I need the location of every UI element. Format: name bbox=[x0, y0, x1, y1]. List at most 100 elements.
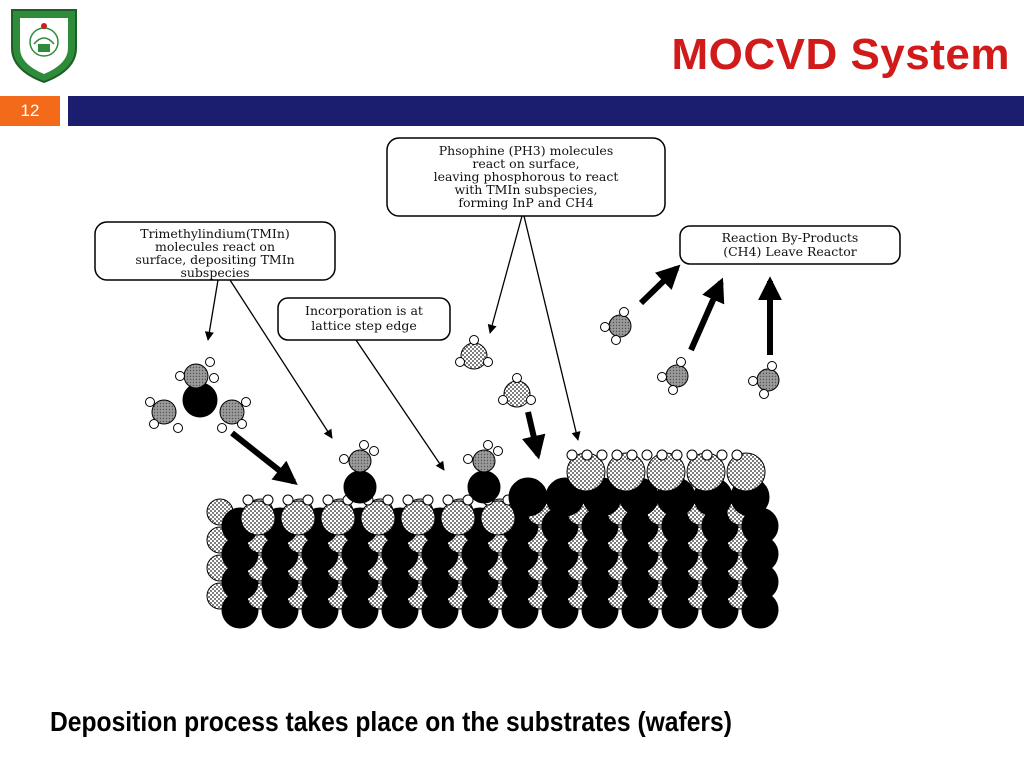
callout-byproducts: Reaction By-Products (CH4) Leave Reactor bbox=[679, 225, 901, 265]
tmin-hydrogen bbox=[175, 371, 185, 381]
callout-incorporation-line-2: lattice step edge bbox=[311, 318, 416, 333]
ph3-hydrogen bbox=[526, 395, 536, 405]
surface-atom-p bbox=[480, 500, 516, 536]
tmin-hydrogen bbox=[173, 423, 183, 433]
pointer-tmin-molecule bbox=[204, 279, 219, 341]
ch4-hydrogen bbox=[657, 372, 667, 382]
ch4-hydrogen bbox=[600, 322, 610, 332]
tmin-hydrogen bbox=[217, 423, 227, 433]
tmin-hydrogen bbox=[241, 397, 251, 407]
ch4-carbon bbox=[608, 314, 632, 338]
surface-atom-h bbox=[282, 494, 294, 506]
surface-atom-p bbox=[360, 500, 396, 536]
molecules bbox=[145, 307, 780, 504]
step-atom-in bbox=[508, 477, 548, 517]
step-atom-h bbox=[626, 449, 638, 461]
callout-tmin-line-2: molecules react on bbox=[155, 239, 275, 254]
pointer-phosphine-molecule bbox=[487, 215, 523, 334]
callout-tmin-line-4: subspecies bbox=[180, 265, 249, 280]
tmin-hydrogen bbox=[209, 373, 219, 383]
surface-atom-h bbox=[262, 494, 274, 506]
ch4-carbon bbox=[756, 368, 780, 392]
ch4-hydrogen bbox=[767, 361, 777, 371]
ch4-hydrogen bbox=[759, 389, 769, 399]
surface-atom-p bbox=[320, 500, 356, 536]
ch4-hydrogen bbox=[676, 357, 686, 367]
ch4-hydrogen bbox=[619, 307, 629, 317]
arrow-ph3-down bbox=[521, 411, 546, 460]
step-atom-h bbox=[716, 449, 728, 461]
slide-number: 12 bbox=[0, 96, 60, 126]
surface-atom-h bbox=[402, 494, 414, 506]
adsorbed-hydrogen bbox=[483, 440, 493, 450]
adsorbed-hydrogen bbox=[369, 446, 379, 456]
tmin-hydrogen bbox=[149, 419, 159, 429]
surface-atom-h bbox=[462, 494, 474, 506]
callout-incorporation: Incorporation is at lattice step edge bbox=[277, 297, 451, 341]
step-atom-h bbox=[611, 449, 623, 461]
step-atom-h bbox=[671, 449, 683, 461]
callout-tmin-line-1: Trimethylindium(TMIn) bbox=[140, 226, 290, 241]
arrow-tmin-down bbox=[230, 430, 298, 485]
tmin-hydrogen bbox=[145, 397, 155, 407]
surface-atom-h bbox=[442, 494, 454, 506]
adsorbed-in bbox=[467, 470, 501, 504]
tmin-hydrogen bbox=[205, 357, 215, 367]
adsorbed-methyl bbox=[348, 449, 372, 473]
ph3-hydrogen bbox=[455, 357, 465, 367]
surface-atom-p bbox=[440, 500, 476, 536]
pointer-phosphine-surface bbox=[523, 215, 581, 441]
university-logo bbox=[11, 9, 77, 84]
adsorbed-hydrogen bbox=[493, 446, 503, 456]
step-atom-h bbox=[566, 449, 578, 461]
callout-phosphine-line-2: react on surface, bbox=[472, 156, 579, 171]
surface-atom-p bbox=[280, 500, 316, 536]
tmin-methyl bbox=[183, 363, 209, 389]
arrow-ch4-up-2 bbox=[688, 277, 725, 352]
step-atom-h bbox=[641, 449, 653, 461]
callout-byproducts-line-2: (CH4) Leave Reactor bbox=[723, 244, 857, 259]
surface-atom-p bbox=[240, 500, 276, 536]
adsorbed-hydrogen bbox=[463, 454, 473, 464]
surface-atom-h bbox=[322, 494, 334, 506]
surface-atom-p bbox=[400, 500, 436, 536]
step-atom-h bbox=[731, 449, 743, 461]
surface-atom-h bbox=[382, 494, 394, 506]
pointer-incorporation bbox=[355, 339, 445, 471]
ch4-carbon bbox=[665, 364, 689, 388]
ph3-hydrogen bbox=[512, 373, 522, 383]
step-atom-h bbox=[581, 449, 593, 461]
callout-phosphine-line-5: forming InP and CH4 bbox=[458, 195, 593, 210]
adsorbed-in bbox=[343, 470, 377, 504]
pointer-arrows bbox=[204, 215, 581, 471]
header-bar bbox=[68, 96, 1024, 126]
ph3-hydrogen bbox=[498, 395, 508, 405]
adsorbed-hydrogen bbox=[339, 454, 349, 464]
tmin-center-in bbox=[182, 382, 218, 418]
crystal-lattice bbox=[206, 449, 779, 629]
step-atom-h bbox=[656, 449, 668, 461]
ch4-hydrogen bbox=[611, 335, 621, 345]
callout-phosphine: Phsophine (PH3) molecules react on surfa… bbox=[386, 137, 666, 217]
ch4-hydrogen bbox=[668, 385, 678, 395]
ch4-hydrogen bbox=[748, 376, 758, 386]
tmin-methyl bbox=[219, 399, 245, 425]
callout-tmin-line-3: surface, depositing TMIn bbox=[135, 252, 294, 267]
ph3-hydrogen bbox=[483, 357, 493, 367]
step-atom-h bbox=[701, 449, 713, 461]
step-atom-h bbox=[686, 449, 698, 461]
surface-atom-h bbox=[242, 494, 254, 506]
callout-incorporation-line-1: Incorporation is at bbox=[305, 303, 423, 318]
ph3-hydrogen bbox=[469, 335, 479, 345]
callout-byproducts-line-1: Reaction By-Products bbox=[722, 230, 859, 245]
callout-phosphine-line-4: with TMIn subspecies, bbox=[455, 182, 598, 197]
arrow-ch4-up-1 bbox=[638, 264, 681, 306]
slide-title: MOCVD System bbox=[671, 30, 1010, 79]
tmin-hydrogen bbox=[237, 419, 247, 429]
callout-tmin: Trimethylindium(TMIn) molecules react on… bbox=[94, 221, 336, 281]
step-atom-p bbox=[606, 452, 646, 492]
movement-arrows bbox=[230, 264, 782, 485]
step-atom-p bbox=[726, 452, 766, 492]
ph3-phosphorus bbox=[503, 380, 531, 408]
